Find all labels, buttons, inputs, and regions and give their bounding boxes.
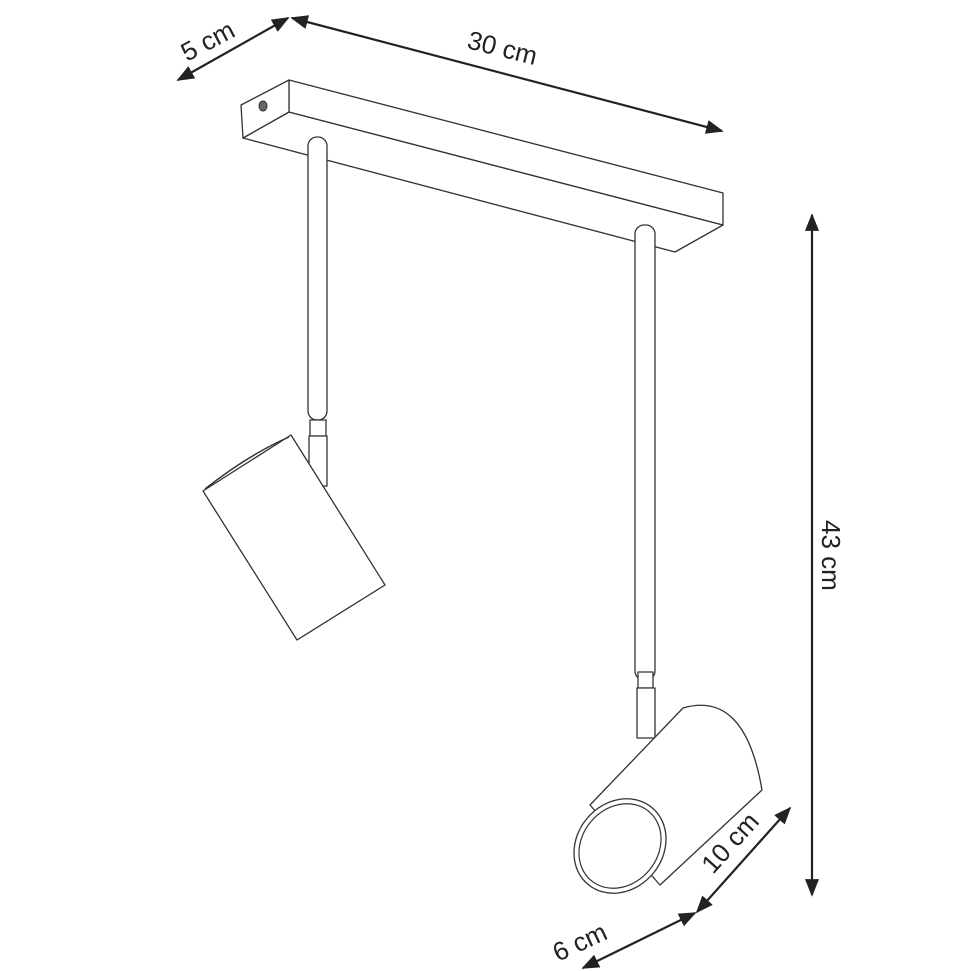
shade-length-dimension-line (695, 806, 792, 914)
depth-label: 5 cm (176, 14, 240, 67)
right-spotlight (573, 224, 763, 894)
depth-dimension-line (176, 17, 290, 81)
length-label: 30 cm (465, 25, 541, 71)
length-dimension-line (290, 15, 724, 134)
left-spotlight (202, 136, 386, 641)
height-label: 43 cm (816, 520, 846, 591)
screw-icon (258, 100, 268, 112)
shade-diameter-dimension-line (581, 912, 697, 969)
